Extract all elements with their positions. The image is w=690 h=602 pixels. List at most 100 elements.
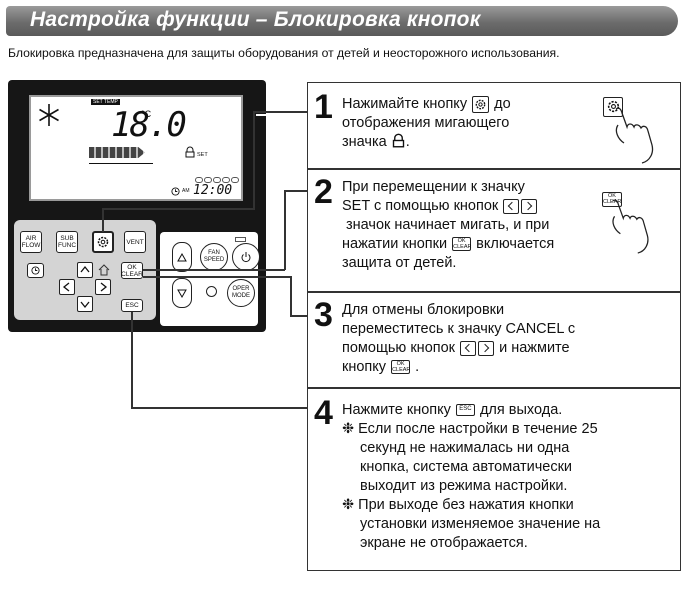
am-label: AM (182, 188, 190, 194)
lock-icon (392, 133, 404, 148)
fan-speed-button[interactable]: FAN SPEED (200, 243, 228, 271)
down-button[interactable] (77, 296, 93, 312)
chevron-right-icon (478, 340, 495, 356)
gear-button-illustration (603, 97, 623, 117)
lock-icon (185, 146, 195, 158)
temp-up-button[interactable] (172, 242, 192, 272)
status-led (206, 286, 217, 297)
gear-inline-icon (472, 95, 490, 113)
triangle-down-icon (177, 289, 187, 298)
connector-4-v (131, 312, 133, 408)
chevron-up-icon (80, 265, 90, 273)
hand-pointer-icon (612, 199, 649, 254)
set-temp-label: SET TEMP (91, 99, 120, 105)
ok-label: OK (457, 238, 466, 245)
step-3-line: помощью кнопок (342, 340, 456, 356)
step-4-note-line: экране не отображается. (360, 535, 528, 551)
chevron-right-icon (521, 198, 538, 214)
step-1-line: Нажимайте кнопку (342, 96, 468, 112)
connector-2-h2 (284, 190, 308, 192)
ok-label: OK (396, 361, 405, 368)
step-3-number: 3 (314, 296, 333, 334)
clear-label: CLEAR (603, 199, 622, 205)
fan-level-bar (89, 147, 145, 158)
intro-text: Блокировка предназначена для защиты обор… (8, 46, 560, 60)
step-2-line: защита от детей. (342, 255, 457, 271)
oper-mode-button[interactable]: OPER MODE (227, 279, 255, 307)
chevron-down-icon (80, 301, 90, 309)
temperature-value: 18.0 (111, 105, 187, 145)
connector-4-h (131, 407, 308, 409)
connector-3-h (143, 276, 291, 278)
step-3-line: Для отмены блокировки (342, 302, 505, 318)
step-4-note-line: ❉ При выходе без нажатия кнопки (342, 497, 574, 513)
remote-display: SET TEMP 18.0 °C SET AM 12:00 (29, 95, 243, 201)
left-button[interactable] (59, 279, 75, 295)
esc-label: ESC (125, 302, 139, 309)
sub-func-label: SUB FUNC (57, 235, 77, 249)
ok-clear-label: OK CLEAR (121, 263, 143, 278)
step-2-number: 2 (314, 173, 333, 211)
timer-button[interactable] (27, 263, 44, 278)
ok-clear-button[interactable]: OK CLEAR (121, 262, 143, 279)
set-label: SET (197, 152, 208, 158)
home-icon (98, 264, 110, 276)
page-title: Настройка функции – Блокировка кнопок (30, 8, 481, 31)
air-flow-button[interactable]: AIR FLOW (20, 231, 42, 253)
connector-1-h2 (253, 111, 308, 113)
chevron-left-icon (460, 340, 477, 356)
esc-button[interactable]: ESC (121, 299, 143, 312)
step-4-number: 4 (314, 394, 333, 432)
step-2-line: При перемещении к значку (342, 179, 525, 195)
right-button[interactable] (95, 279, 111, 295)
triangle-up-icon (177, 252, 187, 261)
connector-1-h (102, 208, 255, 210)
step-3-line: кнопку (342, 359, 387, 375)
function-icons-row (195, 177, 239, 183)
sub-func-button[interactable]: SUB FUNC (56, 231, 78, 253)
fan-level-underline (89, 163, 153, 164)
clock-icon (171, 187, 180, 196)
step-4-note-line: установки изменяемое значение на (360, 516, 601, 532)
step-2-line: SET с помощью кнопок (342, 198, 499, 214)
gear-icon (97, 236, 109, 248)
power-icon (241, 252, 251, 263)
step-4-note-line: выходит из режима настройки. (360, 478, 568, 494)
step-3-line: и нажмите (499, 340, 570, 356)
esc-label: ESC (459, 406, 472, 413)
hand-pointer-icon (615, 107, 654, 164)
step-4-line: для выхода. (479, 402, 563, 418)
clear-label: CLEAR (392, 367, 411, 374)
temp-down-button[interactable] (172, 278, 192, 308)
step-divider-3 (307, 387, 681, 389)
steps-box (307, 82, 681, 571)
settings-button[interactable] (92, 231, 114, 253)
up-button[interactable] (77, 262, 93, 278)
temperature-unit: °C (141, 109, 152, 119)
title-banner: Настройка функции – Блокировка кнопок (6, 6, 678, 36)
clock-time: 12:00 (193, 183, 233, 198)
connector-1-v (102, 208, 104, 232)
connector-2-h (143, 269, 285, 271)
connector-1-white (256, 114, 308, 116)
step-1-line: отображения мигающего (342, 115, 510, 131)
clear-label: CLEAR (453, 244, 472, 251)
esc-inline-icon: ESC (455, 404, 475, 417)
clock-icon (31, 266, 40, 275)
vent-label: VENT (126, 238, 144, 246)
step-divider-1 (307, 168, 681, 170)
step-2-line: включается (476, 236, 555, 252)
vent-button[interactable]: VENT (124, 231, 146, 253)
step-3-line: . (415, 359, 420, 375)
step-1-line: до (494, 96, 511, 112)
chevron-right-icon (100, 282, 108, 292)
connector-3-h2 (290, 315, 308, 317)
fan-speed-label: FAN SPEED (203, 250, 225, 263)
power-button[interactable] (232, 243, 260, 271)
step-1-text: Нажимайте кнопку до отображения мигающег… (342, 95, 562, 152)
step-4-line: Нажмите кнопку (342, 402, 451, 418)
connector-3-v (290, 276, 292, 316)
step-1-line: значка (342, 134, 387, 150)
